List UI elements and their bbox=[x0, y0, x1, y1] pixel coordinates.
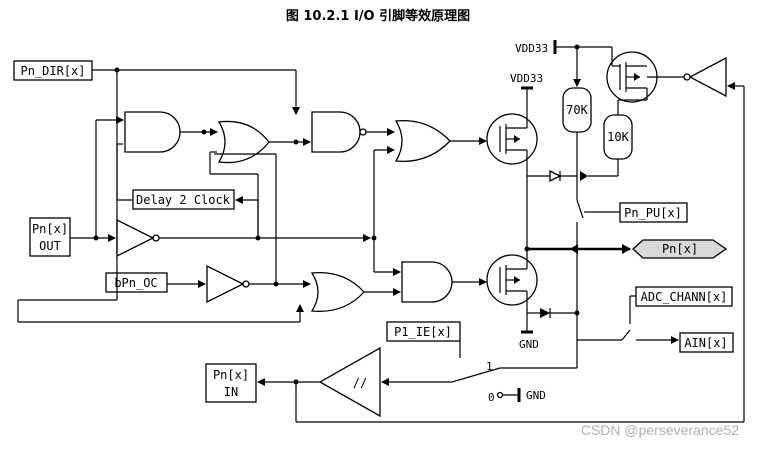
bpn-oc-label: bPn_OC bbox=[114, 276, 157, 290]
delay-label: Delay 2 Clock bbox=[136, 193, 231, 207]
watermark: CSDN @perseverance52 bbox=[581, 422, 739, 438]
inverter-top-right bbox=[688, 56, 727, 98]
p1-ie-label: P1_IE[x] bbox=[394, 325, 452, 339]
or-gate-3 bbox=[310, 271, 365, 313]
ain-box bbox=[679, 332, 734, 353]
and-gate-1 bbox=[124, 111, 181, 153]
pn-in-box bbox=[205, 363, 257, 403]
inverter-oc-bubble bbox=[242, 280, 250, 288]
or-gate-1 bbox=[217, 120, 270, 164]
inverter-out-bubble bbox=[152, 234, 160, 242]
inverter-oc bbox=[206, 264, 245, 304]
adc-chann-label: ADC_CHANN[x] bbox=[641, 290, 728, 304]
vdd33-top-label: VDD33 bbox=[515, 42, 548, 55]
ain-label: AIN[x] bbox=[684, 336, 727, 350]
pin-pad-label: Pn[x] bbox=[662, 242, 698, 256]
vdd33-mid-label: VDD33 bbox=[510, 72, 543, 85]
p1-ie-box bbox=[386, 321, 461, 342]
resistor-10k-label: 10K bbox=[607, 130, 629, 144]
switch-zero-label: 0 bbox=[488, 391, 495, 404]
pn-in-label-1: Pn[x] bbox=[213, 368, 249, 382]
bpn-oc-box bbox=[105, 272, 168, 293]
nand-gate-1 bbox=[311, 111, 361, 153]
pn-dir-label: Pn_DIR[x] bbox=[20, 64, 85, 78]
pn-pu-label: Pn_PU[x] bbox=[624, 206, 682, 220]
pin-pad-hexagon bbox=[632, 239, 728, 259]
figure-title: 图 10.2.1 I/O 引脚等效原理图 bbox=[286, 8, 470, 24]
resistor-70k-label: 70K bbox=[566, 103, 588, 117]
pn-out-box bbox=[29, 217, 71, 257]
switch-one-label: 1 bbox=[486, 360, 493, 373]
or-gate-2 bbox=[394, 120, 451, 162]
pn-out-label-1: Pn[x] bbox=[32, 222, 68, 236]
inverter-top-right-bubble bbox=[683, 73, 691, 81]
nand-bubble-1 bbox=[359, 128, 367, 136]
and-gate-2 bbox=[401, 261, 453, 303]
input-buffer bbox=[318, 346, 381, 418]
pn-out-label-2: OUT bbox=[39, 239, 61, 253]
gnd-switch-label: GND bbox=[526, 389, 546, 402]
inverter-out bbox=[116, 218, 155, 258]
pn-in-label-2: IN bbox=[224, 385, 238, 399]
gnd-mos-label: GND bbox=[519, 338, 539, 351]
watermark-svg: CSDN @perseverance52 bbox=[581, 422, 739, 438]
buffer-mark: // bbox=[353, 376, 367, 390]
